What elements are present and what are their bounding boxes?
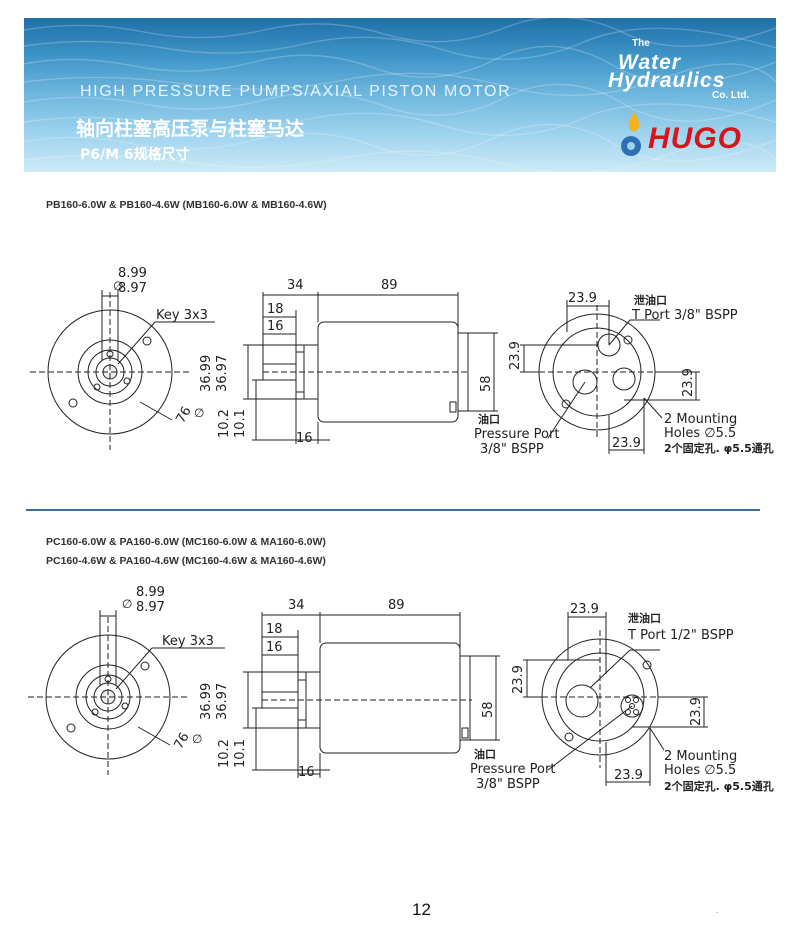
- len-flange: 34: [287, 278, 304, 293]
- pressure-port: Pressure Port: [474, 427, 559, 442]
- drain-port-2: T Port 1/2" BSPP: [627, 628, 734, 643]
- section1-model-line: PB160-6.0W & PB160-4.6W (MB160-6.0W & MB…: [46, 199, 327, 211]
- shaft-len-2: 18: [266, 622, 283, 637]
- pressure-port-cn: 油口: [478, 412, 500, 426]
- banner-title: HIGH PRESSURE PUMPS/AXIAL PISTON MOTOR: [80, 83, 512, 100]
- key-height-max-2: 10.2: [217, 739, 232, 768]
- pilot-max: 36.99: [199, 355, 214, 392]
- header-banner: HIGH PRESSURE PUMPS/AXIAL PISTON MOTOR 轴…: [24, 18, 776, 172]
- svg-text:∅: ∅: [192, 732, 202, 746]
- port-offset-left-2: 23.9: [511, 665, 526, 694]
- corner-mark: .: [716, 906, 719, 915]
- body-dia: 58: [479, 375, 494, 392]
- holes-cn: 2个固定孔. φ5.5通孔: [664, 441, 774, 455]
- mounting-label: 2 Mounting: [664, 412, 737, 427]
- pilot-min: 36.97: [215, 355, 230, 392]
- drain-port-cn-2: 泄油口: [628, 611, 661, 625]
- drain-port: T Port 3/8" BSPP: [631, 308, 738, 323]
- section-divider: [26, 509, 760, 511]
- pilot-max-2: 36.99: [199, 683, 214, 720]
- banner-subtitle: P6/M 6规格尺寸: [80, 147, 190, 163]
- section2-model-line-1: PC160-6.0W & PA160-6.0W (MC160-6.0W & MA…: [46, 536, 326, 548]
- mounting-label-2: 2 Mounting: [664, 749, 737, 764]
- port-offset-right: 23.9: [681, 368, 696, 397]
- shaft-dia-min-2: 8.97: [136, 600, 165, 615]
- flange-thk: 16: [296, 431, 313, 446]
- shaft-dia-max-2: 8.99: [136, 585, 165, 600]
- holes-label-2: Holes ∅5.5: [664, 763, 736, 778]
- len-body: 89: [381, 278, 398, 293]
- svg-text:∅: ∅: [194, 406, 204, 420]
- holes-label: Holes ∅5.5: [664, 426, 736, 441]
- pilot-min-2: 36.97: [215, 683, 230, 720]
- len-body-2: 89: [388, 598, 405, 613]
- shaft-dia-max: 8.99: [118, 266, 147, 281]
- hugo-logo: HUGO: [648, 122, 742, 155]
- pressure-port-cn-2: 油口: [474, 747, 496, 761]
- key-len: 16: [267, 319, 284, 334]
- port-offset-bottom: 23.9: [612, 436, 641, 451]
- holes-cn-2: 2个固定孔. φ5.5通孔: [664, 779, 774, 793]
- key-height-min: 10.1: [233, 409, 248, 438]
- body-dia-2: 58: [481, 701, 496, 718]
- key-len-2: 16: [266, 640, 283, 655]
- port-offset-left: 23.9: [508, 341, 523, 370]
- pressure-port-2: Pressure Port: [470, 762, 555, 777]
- port-offset-bottom-2: 23.9: [614, 768, 643, 783]
- port-offset-top: 23.9: [568, 291, 597, 306]
- company-name-the: The: [632, 38, 650, 49]
- flange-dia: 76: [173, 404, 194, 426]
- banner-title-chinese: 轴向柱塞高压泵与柱塞马达: [76, 118, 305, 140]
- key-label: Key 3x3: [156, 308, 208, 323]
- gear-drop-icon: [621, 112, 641, 156]
- shaft-len: 18: [267, 302, 284, 317]
- key-height-min-2: 10.1: [233, 739, 248, 768]
- shaft-dia-min: 8.97: [118, 281, 147, 296]
- pressure-port-size-2: 3/8" BSPP: [476, 777, 540, 792]
- company-name-co: Co. Ltd.: [712, 90, 750, 101]
- svg-text:∅: ∅: [113, 279, 123, 293]
- port-offset-top-2: 23.9: [570, 602, 599, 617]
- len-flange-2: 34: [288, 598, 305, 613]
- section2-model-line-2: PC160-4.6W & PA160-4.6W (MC160-4.6W & MA…: [46, 555, 326, 567]
- port-offset-right-2: 23.9: [689, 697, 704, 726]
- drain-port-cn: 泄油口: [634, 293, 667, 307]
- key-height-max: 10.2: [217, 409, 232, 438]
- company-name-hydraulics: Hydraulics: [608, 69, 726, 92]
- pressure-port-size: 3/8" BSPP: [480, 442, 544, 457]
- key-label-2: Key 3x3: [162, 634, 214, 649]
- flange-dia-2: 76: [171, 730, 192, 752]
- svg-text:∅: ∅: [122, 597, 132, 611]
- company-name-water: Water: [618, 51, 681, 74]
- flange-thk-2: 16: [298, 765, 315, 780]
- page-number: 12: [412, 900, 431, 919]
